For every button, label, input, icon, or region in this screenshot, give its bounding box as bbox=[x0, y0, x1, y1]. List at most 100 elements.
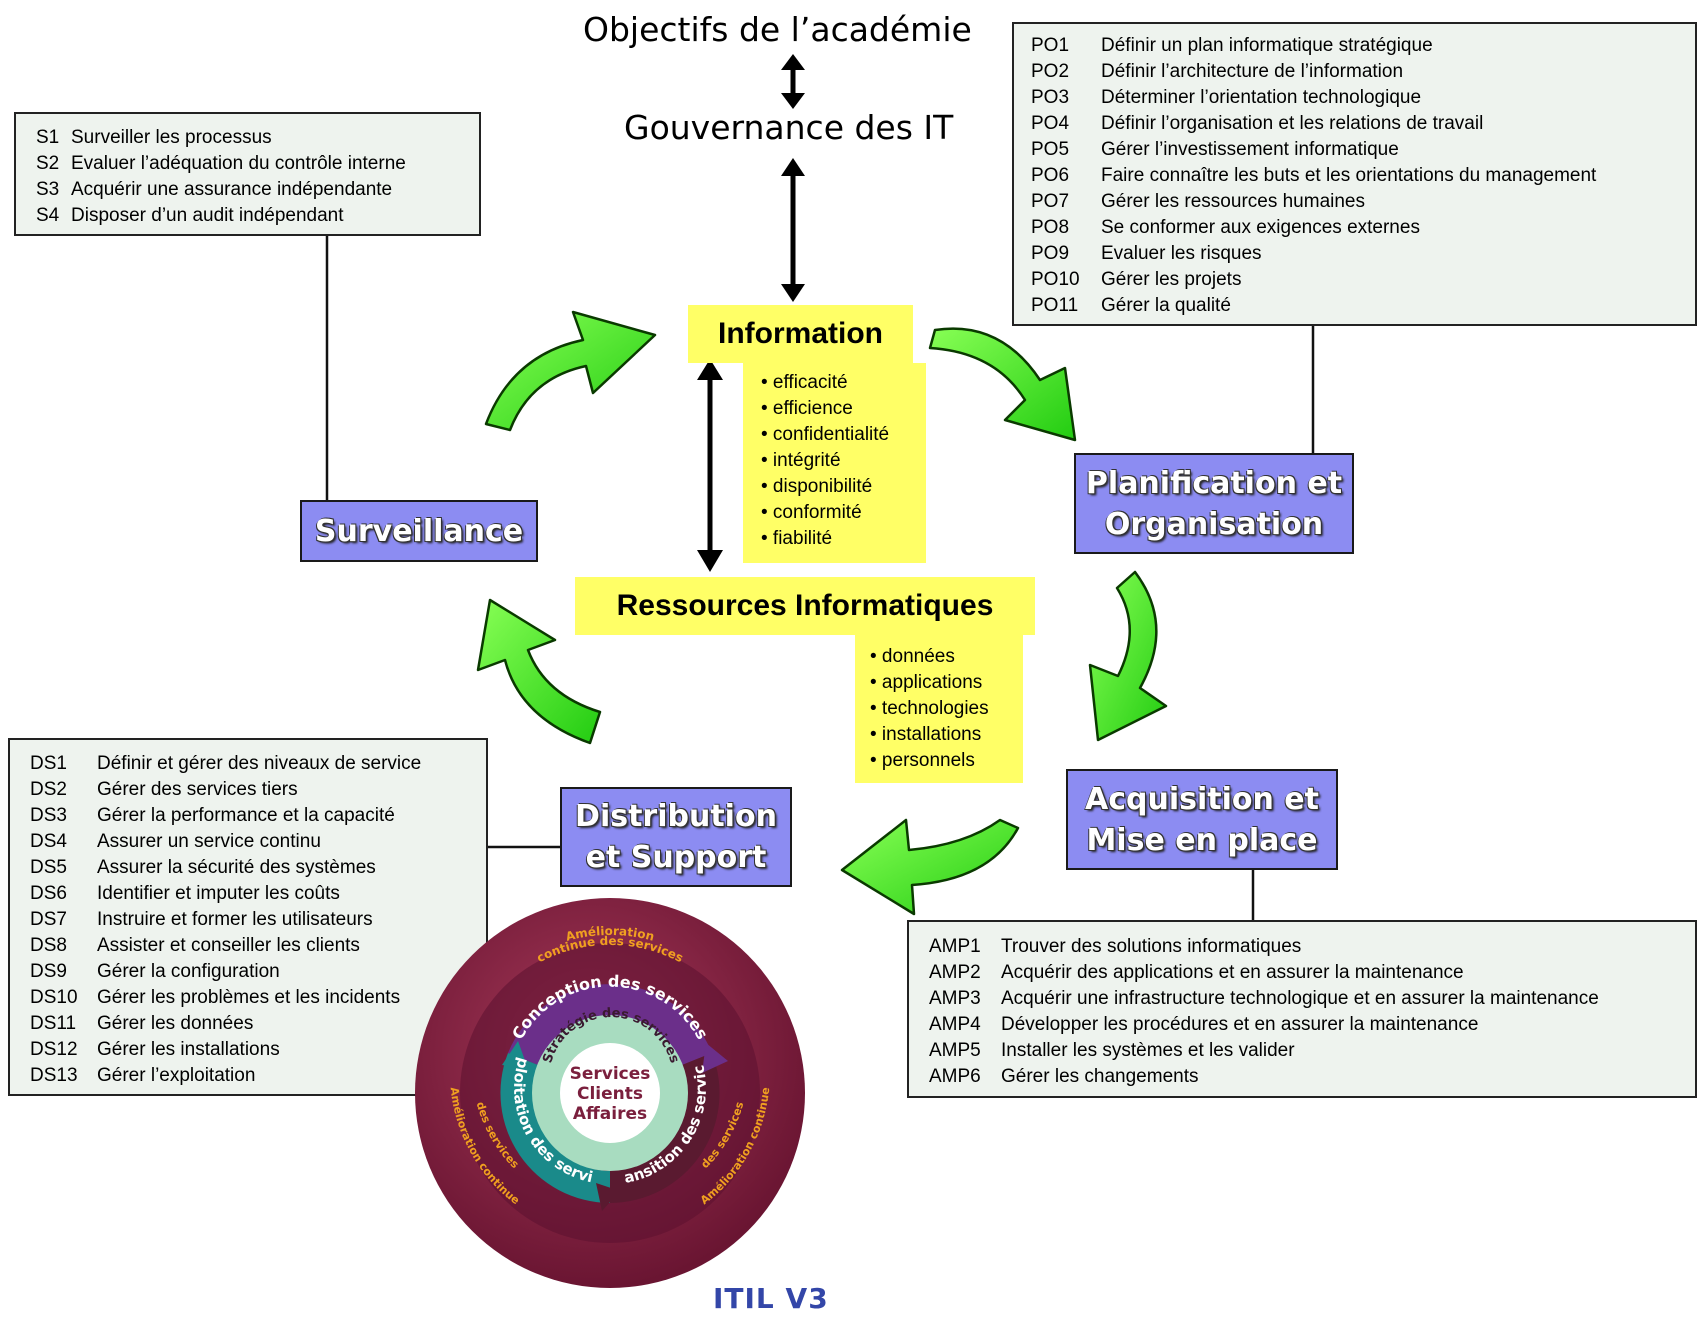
itil-center-line1: Services bbox=[570, 1064, 651, 1084]
double-arrow-objectives-icon bbox=[781, 54, 805, 109]
process-label: Gérer la qualité bbox=[1101, 295, 1231, 316]
process-code: PO5 bbox=[1031, 139, 1070, 160]
double-arrow-governance-icon bbox=[781, 158, 805, 302]
itil-center-line3: Affaires bbox=[573, 1104, 647, 1124]
process-label: Evaluer l’adéquation du contrôle interne bbox=[71, 153, 406, 174]
domain-label: Acquisition et bbox=[1085, 781, 1319, 817]
planification-domain-box: Planification et Organisation bbox=[1074, 453, 1354, 554]
process-label: Acquérir une infrastructure technologiqu… bbox=[1001, 988, 1599, 1009]
process-label: Gérer les projets bbox=[1101, 269, 1242, 290]
domain-label: Mise en place bbox=[1086, 822, 1318, 858]
process-code: DS6 bbox=[30, 883, 67, 904]
process-label: Gérer l’investissement informatique bbox=[1101, 139, 1399, 160]
process-label: Acquérir des applications et en assurer … bbox=[1001, 962, 1464, 983]
process-label: Gérer les installations bbox=[97, 1039, 280, 1060]
process-label: Définir l’organisation et les relations … bbox=[1101, 113, 1484, 134]
list-item: DS13 Gérer l’exploitation bbox=[30, 1063, 486, 1089]
itil-center bbox=[560, 1043, 660, 1143]
green-arrow-information-to-planification-icon bbox=[928, 327, 1077, 442]
exploitation-arc bbox=[500, 1053, 610, 1203]
resource-item: • applications bbox=[870, 672, 983, 693]
list-item: DS9 Gérer la configuration bbox=[30, 959, 486, 985]
criteria-item: • fiabilité bbox=[761, 528, 833, 549]
process-code: DS3 bbox=[30, 805, 67, 826]
process-code: PO8 bbox=[1031, 217, 1070, 238]
process-label: Déterminer l’orientation technologique bbox=[1101, 87, 1422, 108]
conception-arc bbox=[508, 984, 712, 1065]
process-code: PO7 bbox=[1031, 191, 1070, 212]
list-item: S3 Acquérir une assurance indépendante bbox=[36, 177, 479, 203]
information-title: Information bbox=[688, 305, 913, 363]
process-code: PO4 bbox=[1031, 113, 1070, 134]
process-label: Gérer la configuration bbox=[97, 961, 280, 982]
process-code: S3 bbox=[36, 179, 60, 200]
resources-title: Ressources Informatiques bbox=[575, 577, 1035, 635]
list-item: S4 Disposer d’un audit indépendant bbox=[36, 203, 479, 229]
list-item: PO5 Gérer l’investissement informatique bbox=[1031, 137, 1695, 163]
domain-label: et Support bbox=[585, 840, 767, 875]
objectives-title: Objectifs de l’académie bbox=[583, 10, 972, 49]
acquisition-domain-box: Acquisition et Mise en place bbox=[1066, 769, 1338, 870]
resource-item: • technologies bbox=[870, 698, 989, 719]
resource-item: • installations bbox=[870, 724, 982, 745]
criteria-item: • conformité bbox=[761, 502, 862, 523]
domain-label: Surveillance bbox=[314, 513, 524, 549]
process-label: Gérer des services tiers bbox=[97, 779, 298, 800]
process-code: AMP1 bbox=[929, 936, 981, 957]
list-item: AMP2 Acquérir des applications et en assu… bbox=[929, 960, 1695, 986]
domain-label: Organisation bbox=[1104, 506, 1324, 542]
itil-v3-label: ITIL V3 bbox=[713, 1282, 829, 1315]
process-label: Assurer la sécurité des systèmes bbox=[97, 857, 376, 878]
list-item: S2 Evaluer l’adéquation du contrôle inter… bbox=[36, 151, 479, 177]
process-code: S1 bbox=[36, 127, 60, 148]
resource-item: • données bbox=[870, 646, 955, 667]
process-code: DS9 bbox=[30, 961, 67, 982]
process-code: DS13 bbox=[30, 1065, 78, 1086]
process-label: Gérer les problèmes et les incidents bbox=[97, 987, 401, 1008]
information-criteria-list: • efficacité • efficience • confidential… bbox=[743, 363, 926, 563]
process-label: Identifier et imputer les coûts bbox=[97, 883, 340, 904]
process-code: S2 bbox=[36, 153, 60, 174]
process-label: Faire connaître les buts et les orientat… bbox=[1101, 165, 1597, 186]
governance-title: Gouvernance des IT bbox=[624, 108, 954, 147]
surveillance-domain-box: Surveillance bbox=[300, 500, 538, 562]
resources-list: • données • applications • technologies … bbox=[855, 635, 1023, 783]
green-arrow-distribution-to-surveillance-icon bbox=[476, 598, 602, 745]
process-label: Gérer l’exploitation bbox=[97, 1065, 256, 1086]
resource-item: • personnels bbox=[870, 750, 975, 771]
process-label: Assurer un service continu bbox=[97, 831, 321, 852]
list-item: DS6 Identifier et imputer les coûts bbox=[30, 881, 486, 907]
process-label: Installer les systèmes et les valider bbox=[1001, 1040, 1295, 1061]
process-label: Acquérir une assurance indépendante bbox=[71, 179, 393, 200]
process-label: Disposer d’un audit indépendant bbox=[71, 205, 344, 226]
process-code: PO11 bbox=[1031, 295, 1079, 316]
list-item: PO11 Gérer la qualité bbox=[1031, 293, 1695, 319]
transition-arc bbox=[610, 1053, 720, 1203]
criteria-item: • confidentialité bbox=[761, 424, 890, 445]
process-code: S4 bbox=[36, 205, 60, 226]
process-code: AMP2 bbox=[929, 962, 981, 983]
